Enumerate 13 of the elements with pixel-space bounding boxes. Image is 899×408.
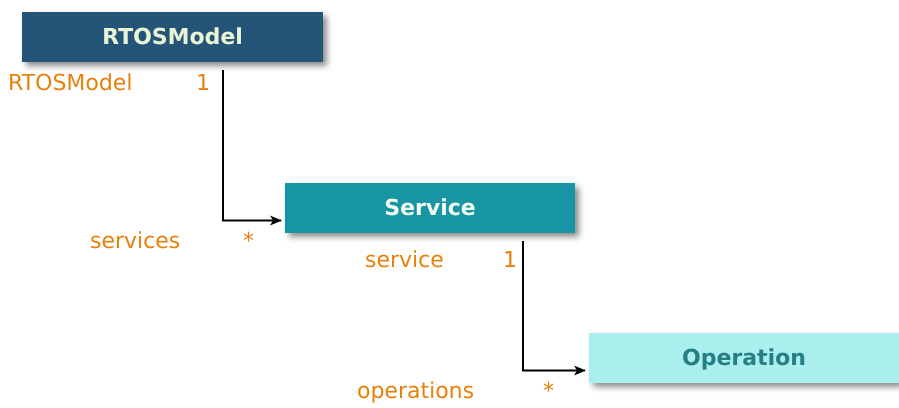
role-label: services	[90, 228, 180, 256]
class-box: Service	[285, 183, 575, 233]
role-label: RTOSModel	[8, 70, 132, 98]
role-label: 1	[503, 247, 517, 275]
role-label: service	[365, 247, 444, 275]
role-label: *	[243, 228, 254, 256]
role-label: *	[543, 378, 554, 406]
connector-arrow	[522, 241, 586, 376]
class-box: RTOSModel	[22, 12, 323, 62]
class-box: Operation	[589, 333, 899, 383]
connector-arrow	[222, 70, 282, 226]
role-label: operations	[357, 378, 474, 406]
role-label: 1	[196, 70, 210, 98]
